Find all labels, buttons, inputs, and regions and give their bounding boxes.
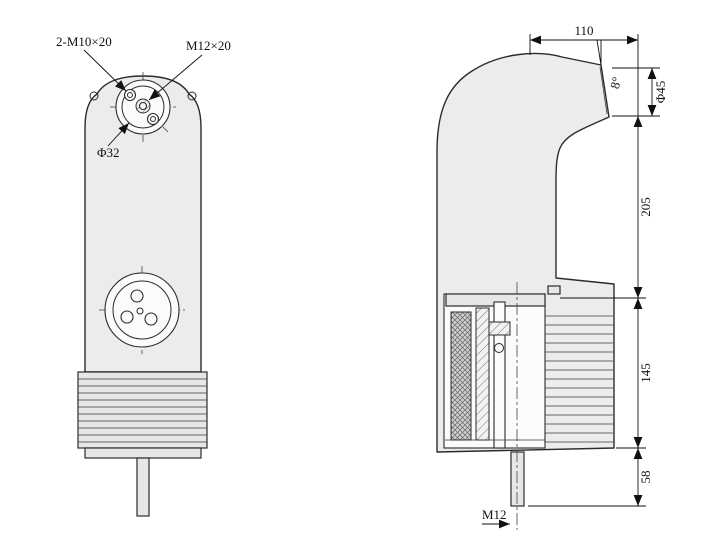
mechanism-bolt: [547, 285, 561, 295]
hatched-block: [488, 321, 511, 336]
knurled-column: [450, 311, 472, 441]
shoulder-bump-right: [187, 91, 197, 101]
top-inner-circle: [121, 85, 165, 129]
front-view: 2-M10×20 M12×20 Φ32: [56, 34, 231, 517]
front-fin-block: [77, 371, 208, 449]
dim-58-label: 58: [638, 471, 653, 484]
dim-205-label: 205: [638, 197, 653, 217]
bolt-hole-lower: [146, 112, 160, 126]
mid-hole-left: [120, 310, 134, 324]
mid-outer-circle: [104, 272, 180, 348]
mid-inner-circle: [112, 280, 172, 340]
dim-110-label: 110: [574, 23, 593, 38]
side-view: [436, 52, 615, 530]
bolt-hole-lower-bore: [150, 116, 156, 122]
side-stem: [510, 451, 525, 507]
contact-rod: [493, 301, 506, 449]
terminal-face-inner-line: [599, 66, 608, 115]
mid-center-hole: [136, 307, 144, 315]
dimensions: 110 8° Φ45 205 145 58 M12: [482, 23, 668, 529]
angle-lines: [596, 39, 602, 66]
front-base-cap: [84, 447, 202, 459]
center-thread-bore: [138, 101, 148, 111]
front-stem: [136, 457, 150, 517]
front-fin-lines: [78, 378, 207, 443]
dim-angle-label: 8°: [607, 75, 625, 90]
bolt-hole-upper-bore: [127, 92, 133, 98]
bolt-hole-upper: [123, 88, 137, 102]
center-thread-label: M12×20: [186, 38, 231, 53]
middle-hole-group: [99, 266, 185, 354]
leader-bore: [107, 122, 130, 147]
mechanism-section: [443, 285, 561, 449]
hatched-column: [475, 307, 490, 441]
bore-label: Φ32: [97, 145, 120, 160]
shoulder-bump-left: [89, 91, 99, 101]
bolt-holes-label: 2-M10×20: [56, 34, 112, 49]
dim-phi45-label: Φ45: [653, 81, 668, 104]
mechanism-pin: [494, 343, 504, 353]
mid-hole-top: [130, 289, 144, 303]
dim-145-label: 145: [638, 363, 653, 383]
leader-center-thread: [148, 54, 203, 101]
stem-thread-label: M12: [482, 507, 507, 522]
leader-bolt-holes: [83, 49, 127, 92]
side-fin-lines: [545, 315, 613, 443]
mid-hole-right: [144, 312, 158, 326]
